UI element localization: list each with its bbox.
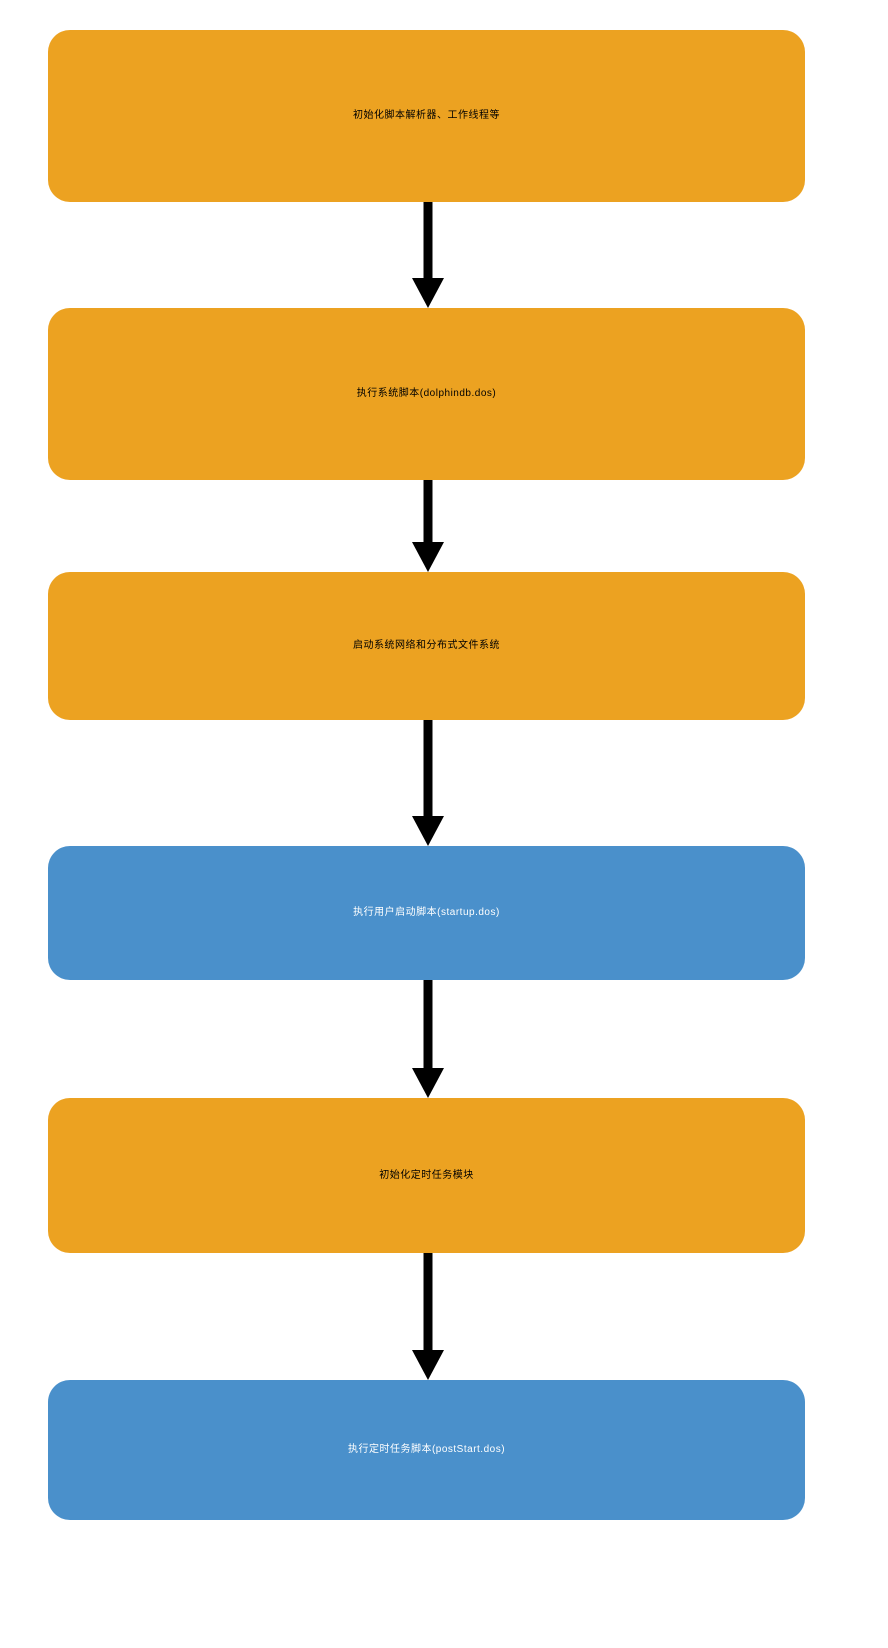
flow-node-5[interactable]: 初始化定时任务模块 — [48, 1098, 805, 1253]
flow-node-6-label: 执行定时任务脚本(postStart.dos) — [347, 1444, 506, 1456]
flow-arrow-2-3 — [0, 480, 888, 572]
flow-node-1[interactable]: 初始化脚本解析器、工作线程等 — [48, 30, 805, 202]
flow-arrow-4-5 — [0, 980, 888, 1098]
flow-arrow-5-6 — [0, 1253, 888, 1380]
flow-node-2-label: 执行系统脚本(dolphindb.dos) — [356, 388, 497, 400]
flow-node-5-label: 初始化定时任务模块 — [379, 1169, 474, 1181]
flow-node-2[interactable]: 执行系统脚本(dolphindb.dos) — [48, 308, 805, 480]
flow-node-3[interactable]: 启动系统网络和分布式文件系统 — [48, 572, 805, 720]
flow-node-4[interactable]: 执行用户启动脚本(startup.dos) — [48, 846, 805, 980]
flow-node-6[interactable]: 执行定时任务脚本(postStart.dos) — [48, 1380, 805, 1520]
arrow-down-icon — [412, 980, 444, 1098]
flow-node-3-label: 启动系统网络和分布式文件系统 — [353, 640, 500, 652]
arrow-down-icon — [412, 202, 444, 308]
flow-node-4-label: 执行用户启动脚本(startup.dos) — [353, 907, 500, 919]
arrow-down-icon — [412, 480, 444, 572]
arrow-down-icon — [412, 1253, 444, 1380]
arrow-down-icon — [412, 720, 444, 846]
flow-node-1-label: 初始化脚本解析器、工作线程等 — [353, 110, 500, 122]
flow-arrow-3-4 — [0, 720, 888, 846]
flow-arrow-1-2 — [0, 202, 888, 308]
